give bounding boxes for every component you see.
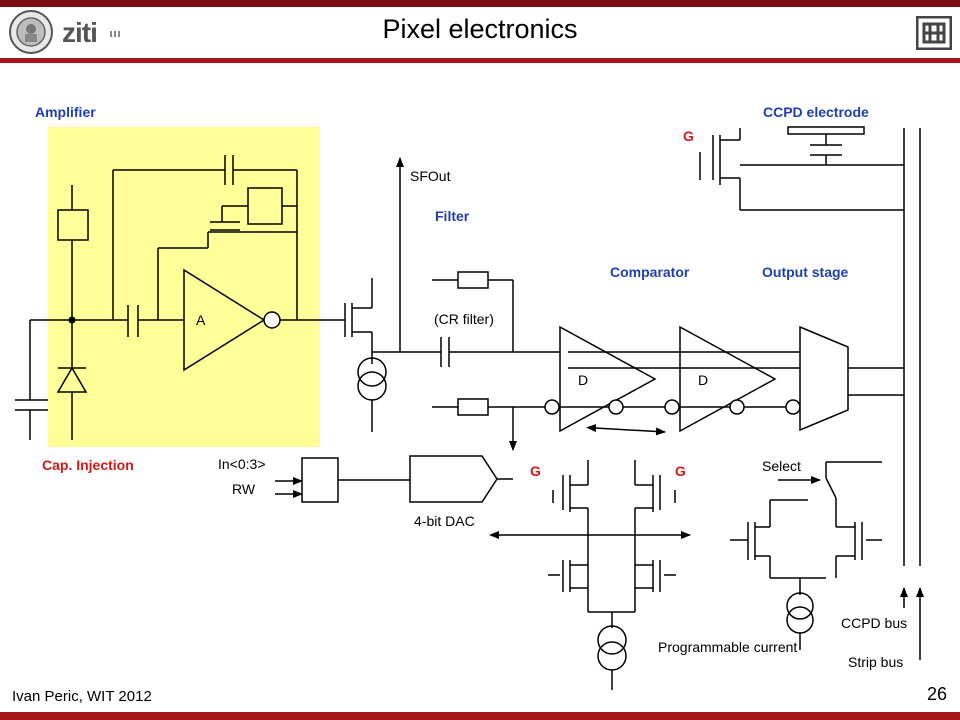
sfout-label: SFOut <box>410 168 451 184</box>
gate-label-left: G <box>530 463 541 479</box>
bottom-bar <box>0 712 960 720</box>
comparator-2 <box>679 325 777 433</box>
top-bar-dark <box>0 0 960 7</box>
ccpd-electrode-label: CCPD electrode <box>763 104 869 120</box>
ccpd-bus-label: CCPD bus <box>841 615 908 631</box>
institute-logo <box>916 16 952 50</box>
slide-title: Pixel electronics <box>382 14 578 44</box>
output-stage-label: Output stage <box>762 264 849 280</box>
comparator-2-symbol-label: D <box>698 372 709 388</box>
amplifier-triangle <box>183 268 266 372</box>
dac-input-label: In<0:3> <box>218 456 266 472</box>
cr-filter <box>400 271 568 451</box>
rw-label: RW <box>232 481 256 497</box>
comparator-label: Comparator <box>610 264 690 280</box>
author-footer: Ivan Peric, WIT 2012 <box>12 688 152 705</box>
vertical-buses <box>900 128 924 660</box>
threshold-tune-arrow <box>586 424 666 436</box>
ziti-logo-text: ziti <box>62 17 98 48</box>
cr-filter-label: (CR filter) <box>434 311 494 327</box>
strip-bus-label: Strip bus <box>848 654 904 670</box>
injection-capacitor <box>15 319 72 440</box>
amplifier-symbol-label: A <box>196 312 206 328</box>
comparator-wiring <box>544 351 801 415</box>
gate-label-top: G <box>683 128 694 144</box>
select-and-current-source <box>730 461 882 650</box>
filter-label: Filter <box>435 208 470 224</box>
dac-block <box>409 455 498 503</box>
source-follower <box>344 278 400 432</box>
dac-input-register <box>275 457 339 503</box>
ziti-logo: ziti <box>62 17 122 49</box>
ccpd-electrode <box>740 126 904 166</box>
output-stage-wiring <box>848 367 904 396</box>
sensor-diode <box>56 185 89 440</box>
amplifier-input-capacitor <box>72 305 185 337</box>
ccpd-switch-transistor <box>699 128 904 211</box>
top-bar-red <box>0 58 960 63</box>
select-label: Select <box>762 458 801 474</box>
gate-label-right: G <box>675 463 686 479</box>
amplifier-output-bubble <box>263 311 281 329</box>
feedback-network <box>112 155 298 320</box>
comparator-1 <box>559 325 657 433</box>
programmable-current-label: Programmable current <box>658 639 798 655</box>
university-seal-logo <box>9 10 53 54</box>
amplifier-label: Amplifier <box>35 104 96 120</box>
ziti-logo-dots-icon <box>110 31 120 37</box>
dac-label: 4-bit DAC <box>414 513 475 529</box>
comparator-1-symbol-label: D <box>578 372 589 388</box>
output-stage-mux <box>799 325 849 432</box>
differential-pair <box>489 460 691 690</box>
cap-injection-label: Cap. Injection <box>42 457 134 473</box>
page-number: 26 <box>927 684 948 704</box>
